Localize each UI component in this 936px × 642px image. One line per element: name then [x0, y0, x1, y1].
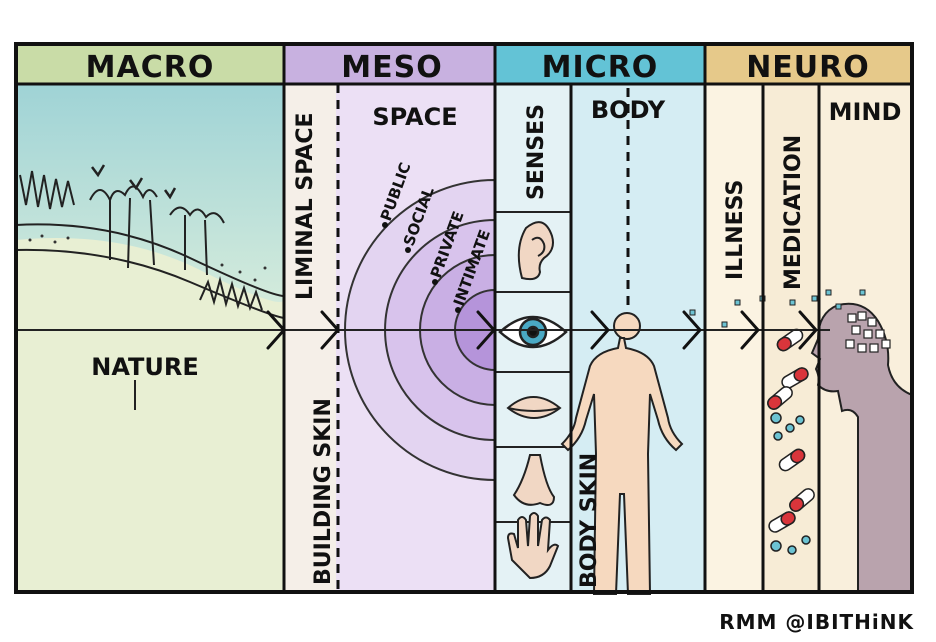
ear-icon	[517, 221, 554, 281]
outer-frame	[14, 42, 914, 594]
liminal-space-label: LIMINAL SPACE	[293, 112, 318, 300]
senses-label: SENSES	[524, 104, 549, 200]
neuro-header: NEURO	[746, 50, 870, 85]
human-body-figure	[560, 312, 684, 595]
micro-header: MICRO	[542, 50, 659, 85]
medication-label: MEDICATION	[781, 135, 806, 290]
eye-icon	[498, 315, 568, 349]
nose-icon	[512, 454, 556, 506]
illness-label: ILLNESS	[723, 180, 748, 280]
building-skin-label: BUILDING SKIN	[311, 398, 336, 585]
hand-icon	[506, 512, 560, 580]
liminal-space-panel	[284, 84, 336, 592]
mouth-icon	[506, 396, 562, 419]
macro-panel	[16, 84, 284, 592]
nature-label: NATURE	[91, 353, 199, 381]
meso-header: MESO	[341, 50, 442, 85]
senses-grid	[495, 211, 571, 523]
pills-group	[767, 328, 815, 555]
panel-dividers	[282, 44, 821, 592]
micro-header-bar	[495, 44, 705, 84]
artist-credit: RMM @IBITHiNK	[719, 610, 914, 634]
body-skin-label: BODY SKIN	[577, 453, 602, 588]
neuro-header-bar	[705, 44, 912, 84]
nature-landscape	[15, 164, 285, 319]
meso-header-bar	[284, 44, 495, 84]
illness-panel	[705, 84, 763, 592]
brain-pixels	[845, 311, 891, 353]
nature-dots	[28, 234, 267, 282]
dashed-boundaries	[336, 84, 630, 592]
macro-header-bar	[16, 44, 284, 84]
macro-header: MACRO	[86, 50, 215, 85]
mind-label: MIND	[829, 98, 902, 126]
space-label: SPACE	[372, 103, 457, 131]
